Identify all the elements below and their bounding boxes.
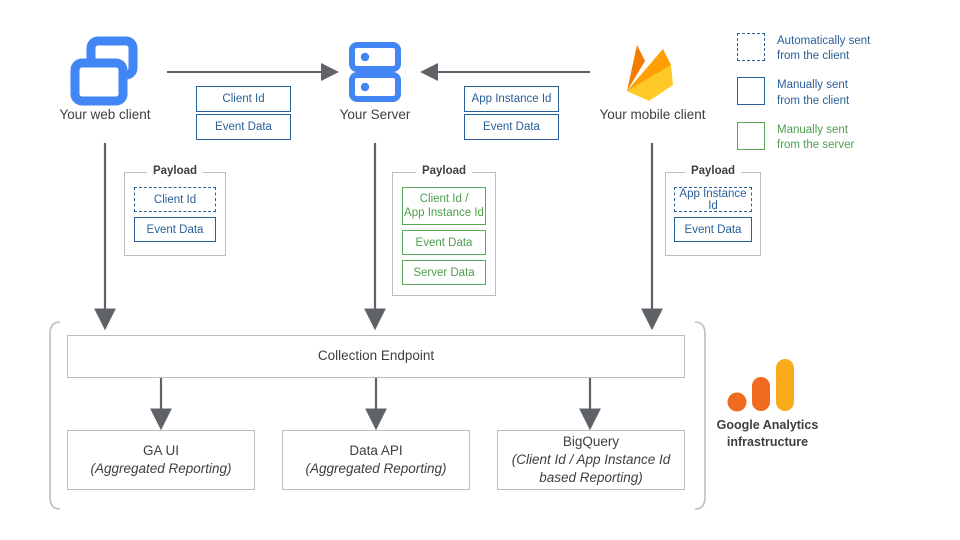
- payload-item-app-instance-id: App Instance Id: [674, 187, 752, 212]
- legend-auto-client: Automatically sent from the client: [737, 33, 870, 64]
- legend-label-line1: Manually sent: [777, 123, 848, 136]
- web-client-payload: Payload Client Id Event Data: [124, 165, 226, 256]
- legend-swatch-dashed-blue: [737, 33, 765, 61]
- transit-right-chip: Event Data: [464, 114, 559, 140]
- google-analytics-logo: [727, 359, 794, 412]
- server-payload: Payload Client Id / App Instance Id Even…: [392, 165, 496, 296]
- payload-title: Payload: [146, 165, 204, 177]
- mobile-client-payload: Payload App Instance Id Event Data: [665, 165, 761, 256]
- payload-item-ids: Client Id / App Instance Id: [402, 187, 486, 225]
- output-title: GA UI: [142, 442, 179, 458]
- transit-right-chip: App Instance Id: [464, 86, 559, 112]
- collection-endpoint-label: Collection Endpoint: [317, 348, 435, 364]
- server-icon: [349, 42, 401, 102]
- payload-item-client-id: Client Id: [134, 187, 216, 212]
- collection-endpoint: Collection Endpoint: [67, 335, 685, 378]
- ga-infrastructure: Google Analytics infrastructure: [700, 355, 835, 451]
- legend-label-line2: from the server: [777, 138, 855, 151]
- output-title: Data API: [349, 442, 403, 458]
- legend-label-line1: Manually sent: [777, 79, 848, 92]
- legend: Automatically sent from the client Manua…: [737, 33, 870, 153]
- legend-manual-server: Manually sent from the server: [737, 121, 870, 153]
- ga-infrastructure-line2: infrastructure: [726, 434, 809, 449]
- output-subtitle: (Aggregated Reporting): [305, 461, 447, 476]
- transit-left-chip: Client Id: [196, 86, 291, 112]
- payload-item-event-data: Event Data: [674, 217, 752, 242]
- node-mobile-client-label: Your mobile client: [599, 107, 706, 122]
- payload-title: Payload: [684, 165, 742, 177]
- node-mobile-client: Your mobile client: [585, 35, 720, 122]
- legend-swatch-solid-blue: [737, 77, 765, 106]
- ga-infrastructure-line1: Google Analytics: [716, 418, 819, 432]
- legend-label-line1: Automatically sent: [777, 35, 871, 47]
- transit-left-chip: Event Data: [196, 114, 291, 140]
- output-ga-ui: GA UI (Aggregated Reporting): [67, 430, 255, 490]
- transit-left: Client Id Event Data: [196, 86, 291, 140]
- payload-item-server-data: Server Data: [402, 260, 486, 285]
- payload-item-event-data: Event Data: [134, 217, 216, 242]
- output-title: BigQuery: [562, 433, 620, 449]
- legend-label-line2: from the client: [777, 50, 850, 63]
- node-web-client: Your web client: [45, 35, 165, 122]
- transit-right: App Instance Id Event Data: [464, 86, 559, 140]
- output-subtitle: (Aggregated Reporting): [90, 461, 232, 476]
- legend-label-line2: from the client: [777, 94, 850, 107]
- payload-title: Payload: [415, 165, 473, 177]
- firebase-icon: [627, 45, 673, 101]
- node-server-label: Your Server: [339, 107, 411, 122]
- node-server: Your Server: [315, 35, 435, 122]
- output-data-api: Data API (Aggregated Reporting): [282, 430, 470, 490]
- legend-manual-client: Manually sent from the client: [737, 77, 870, 108]
- output-subtitle: (Client Id / App Instance Id based Repor…: [511, 451, 671, 486]
- windows-icon: [70, 36, 138, 106]
- legend-swatch-solid-green: [737, 121, 765, 150]
- payload-item-event-data: Event Data: [402, 230, 486, 255]
- node-web-client-label: Your web client: [59, 107, 151, 122]
- output-bigquery: BigQuery (Client Id / App Instance Id ba…: [497, 430, 685, 490]
